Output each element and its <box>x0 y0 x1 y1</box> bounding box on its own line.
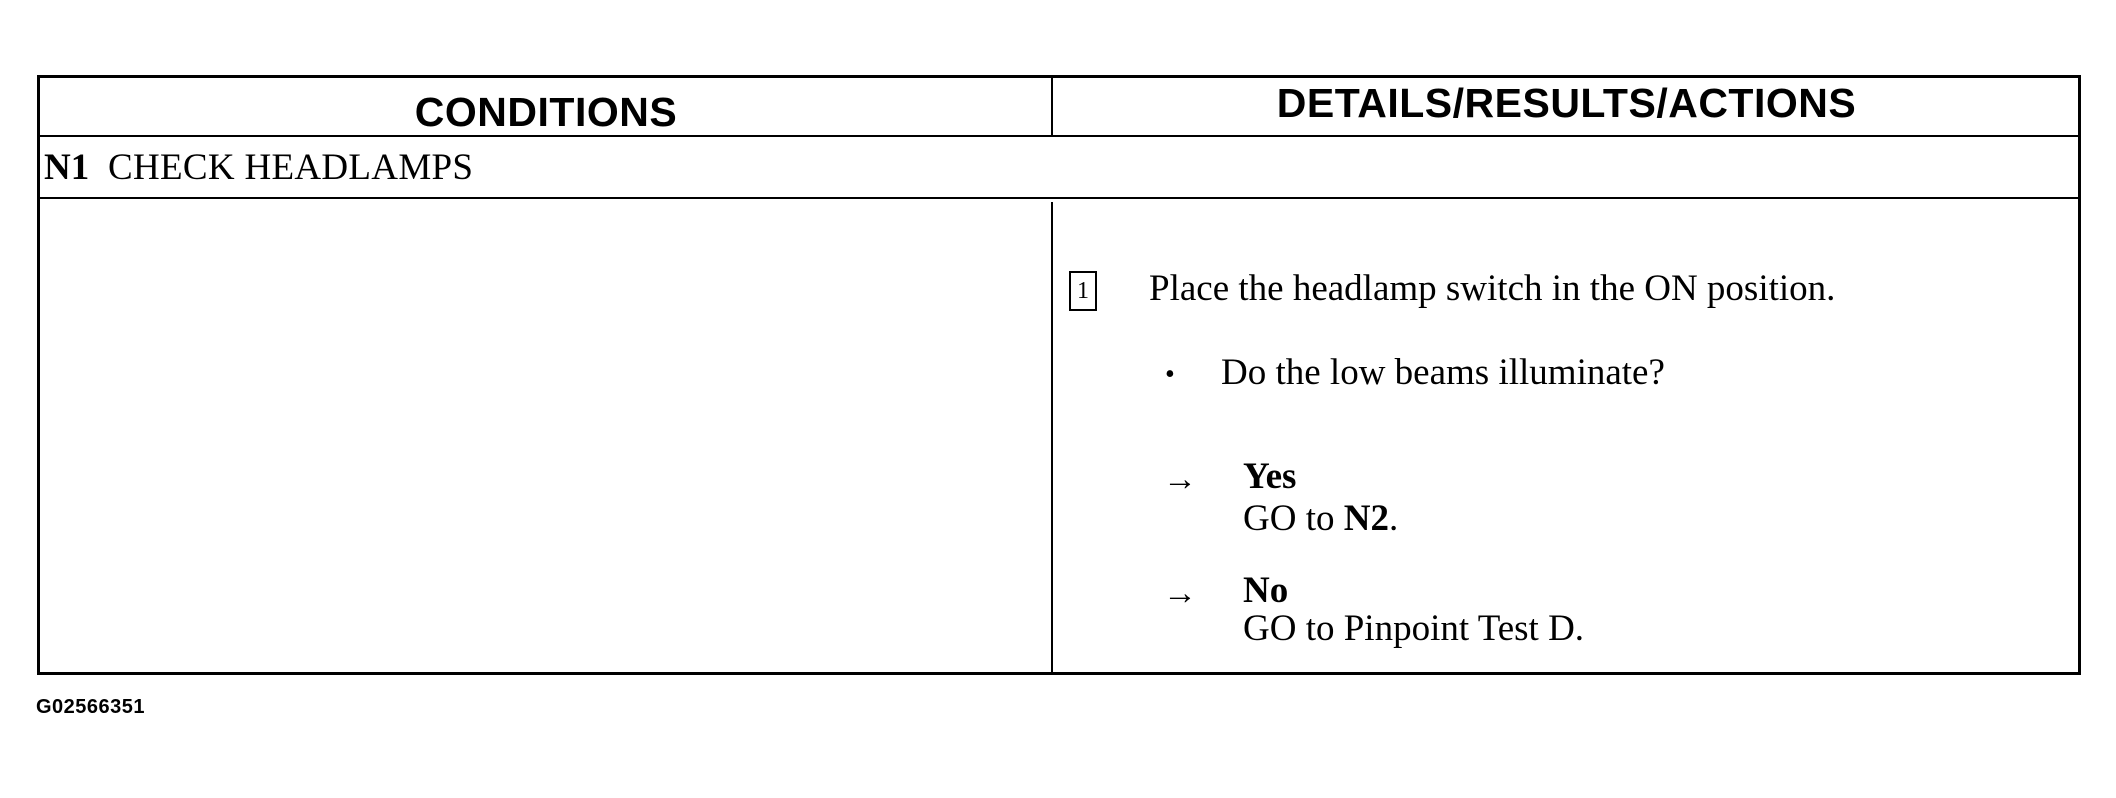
diagnostic-table: CONDITIONS DETAILS/RESULTS/ACTIONS N1 CH… <box>37 75 2081 675</box>
column-divider <box>1051 78 1053 135</box>
bullet-icon: • <box>1165 359 1175 390</box>
conditions-header: CONDITIONS <box>414 89 678 135</box>
answer-yes-action: GO to N2. <box>1243 498 1399 539</box>
details-cell: 1 Place the headlamp switch in the ON po… <box>1053 199 2081 675</box>
figure-id: G02566351 <box>36 696 146 718</box>
table-header-row: CONDITIONS DETAILS/RESULTS/ACTIONS <box>40 78 2078 137</box>
substep-number-box: 1 <box>1069 271 1097 311</box>
answer-no-action: GO to Pinpoint Test D. <box>1243 608 1585 649</box>
step-title-row: N1 CHECK HEADLAMPS <box>40 137 2078 199</box>
column-divider-body <box>1051 202 1053 675</box>
details-header: DETAILS/RESULTS/ACTIONS <box>1276 80 1857 126</box>
answer-no-label: No <box>1243 570 1289 611</box>
substep-question: Do the low beams illuminate? <box>1221 352 1665 393</box>
arrow-right-icon: → <box>1163 575 1197 612</box>
step-id: N1 <box>44 146 90 188</box>
answer-yes-label: Yes <box>1243 456 1297 497</box>
arrow-right-icon: → <box>1163 461 1197 498</box>
substep-instruction: Place the headlamp switch in the ON posi… <box>1149 268 1836 309</box>
answer-yes-target: N2 <box>1343 498 1389 539</box>
step-title: CHECK HEADLAMPS <box>108 146 474 188</box>
